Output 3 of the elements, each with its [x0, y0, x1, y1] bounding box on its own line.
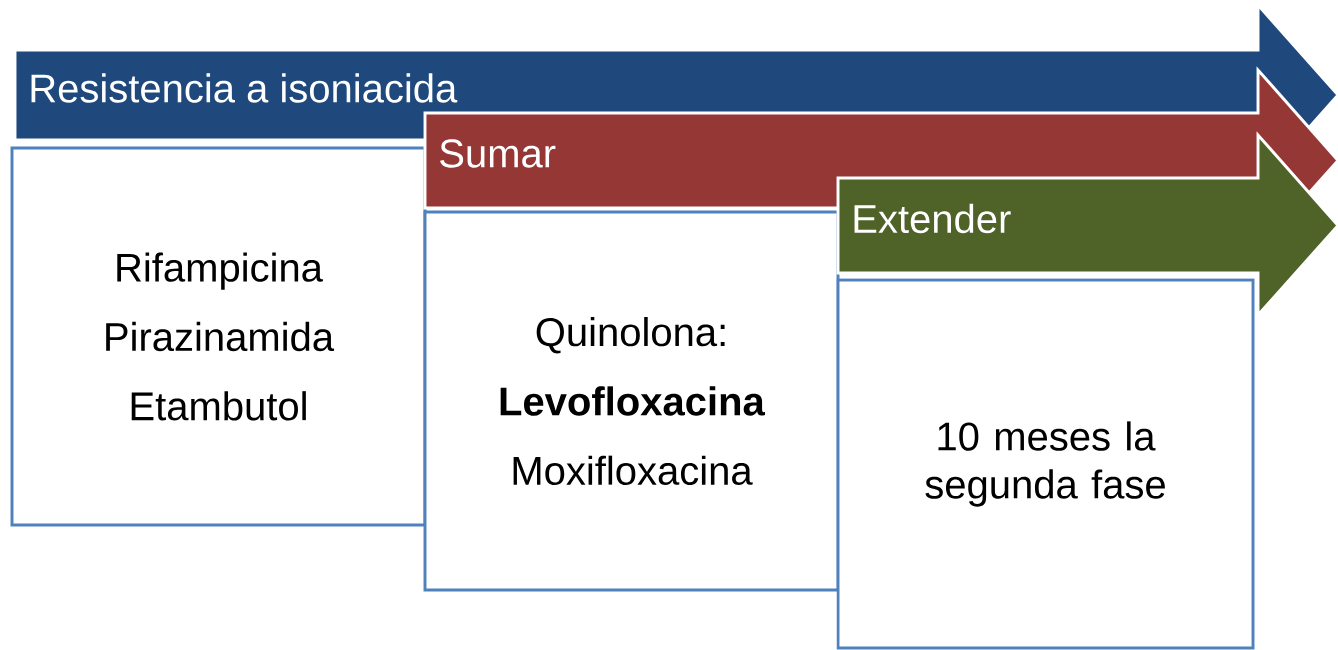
- text-box: 10 meses la segunda fase: [836, 278, 1255, 650]
- text-box: Quinolona: Levofloxacina Moxifloxacina: [423, 210, 840, 592]
- text-box: Rifampicina Pirazinamida Etambutol: [10, 146, 427, 527]
